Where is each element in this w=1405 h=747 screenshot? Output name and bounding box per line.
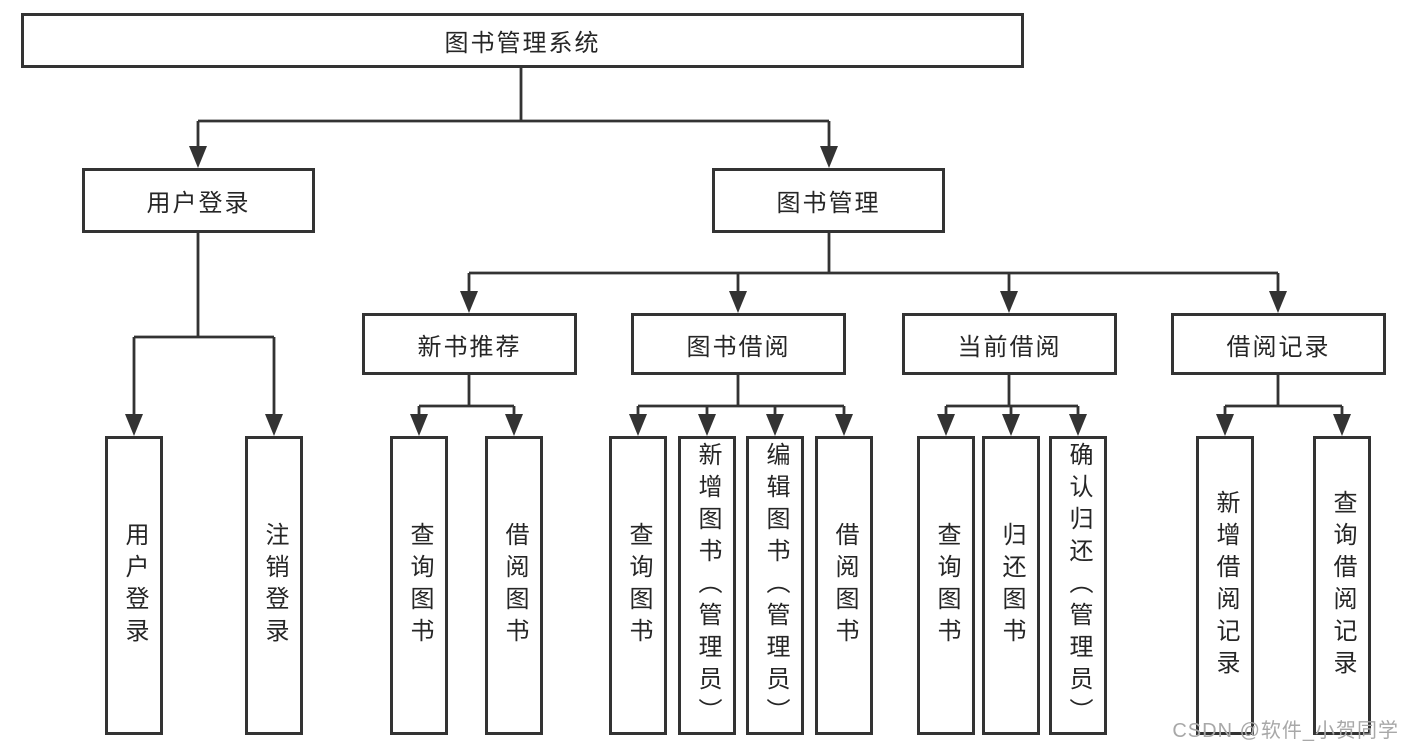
leaf-label: 注销登录	[261, 521, 288, 650]
node-label: 借阅记录	[1226, 333, 1331, 361]
node-user-login-branch: 用户登录	[82, 168, 315, 233]
leaf-label: 借阅图书	[501, 521, 528, 650]
node-label: 用户登录	[146, 190, 251, 217]
connector-buses	[132, 68, 1344, 418]
node-new-book-recommend: 新书推荐	[362, 313, 577, 375]
leaf-borrow-books-recommend: 借阅图书	[485, 436, 543, 735]
leaf-label: 查询图书	[625, 521, 652, 650]
leaf-borrow-books: 借阅图书	[815, 436, 873, 735]
leaf-label: 新增借阅记录	[1212, 489, 1239, 682]
leaf-return-book: 归还图书	[982, 436, 1040, 735]
leaf-logout: 注销登录	[245, 436, 303, 735]
node-book-management: 图书管理	[712, 168, 945, 233]
leaf-add-borrow-record: 新增借阅记录	[1196, 436, 1254, 735]
node-root: 图书管理系统	[21, 13, 1024, 68]
node-label: 当前借阅	[957, 333, 1062, 361]
leaf-query-books-recommend: 查询图书	[390, 436, 448, 735]
leaf-query-books-borrow: 查询图书	[609, 436, 667, 735]
leaf-label: 编辑图书（管理员）	[762, 441, 789, 730]
node-book-borrow: 图书借阅	[631, 313, 846, 375]
leaf-user-login: 用户登录	[105, 436, 163, 735]
node-label: 图书管理	[776, 190, 881, 217]
leaf-label: 查询图书	[406, 521, 433, 650]
leaf-edit-book-admin: 编辑图书（管理员）	[746, 436, 804, 735]
node-label: 图书借阅	[686, 333, 791, 361]
node-root-label: 图书管理系统	[444, 30, 601, 57]
leaf-add-book-admin: 新增图书（管理员）	[678, 436, 736, 735]
leaf-label: 归还图书	[998, 521, 1025, 650]
leaf-confirm-return-admin: 确认归还（管理员）	[1049, 436, 1107, 735]
leaf-query-books-current: 查询图书	[917, 436, 975, 735]
leaf-label: 确认归还（管理员）	[1065, 441, 1092, 730]
node-current-borrow: 当前借阅	[902, 313, 1117, 375]
leaf-label: 用户登录	[121, 521, 148, 650]
leaf-label: 查询借阅记录	[1329, 489, 1356, 682]
connector-arrowheads	[125, 146, 1351, 436]
leaf-label: 借阅图书	[831, 521, 858, 650]
leaf-label: 查询图书	[933, 521, 960, 650]
node-label: 新书推荐	[417, 333, 522, 361]
leaf-query-borrow-record: 查询借阅记录	[1313, 436, 1371, 735]
csdn-watermark: CSDN @软件_小贺同学	[1172, 720, 1399, 742]
leaf-label: 新增图书（管理员）	[694, 441, 721, 730]
node-borrow-records: 借阅记录	[1171, 313, 1386, 375]
